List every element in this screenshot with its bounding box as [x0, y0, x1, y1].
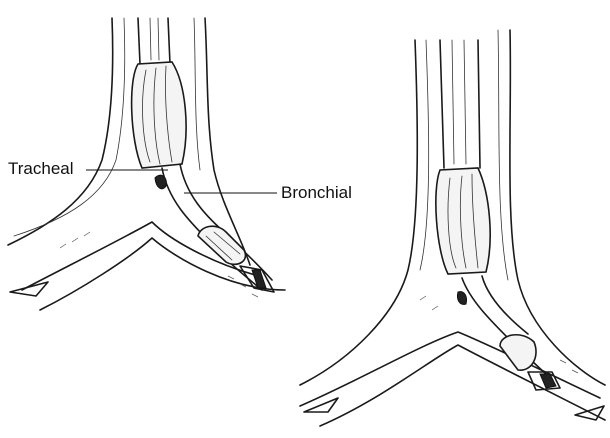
bronchial-label: Bronchial — [281, 184, 352, 201]
right-airway-illustration — [300, 30, 605, 426]
tracheal-label: Tracheal — [8, 160, 74, 177]
